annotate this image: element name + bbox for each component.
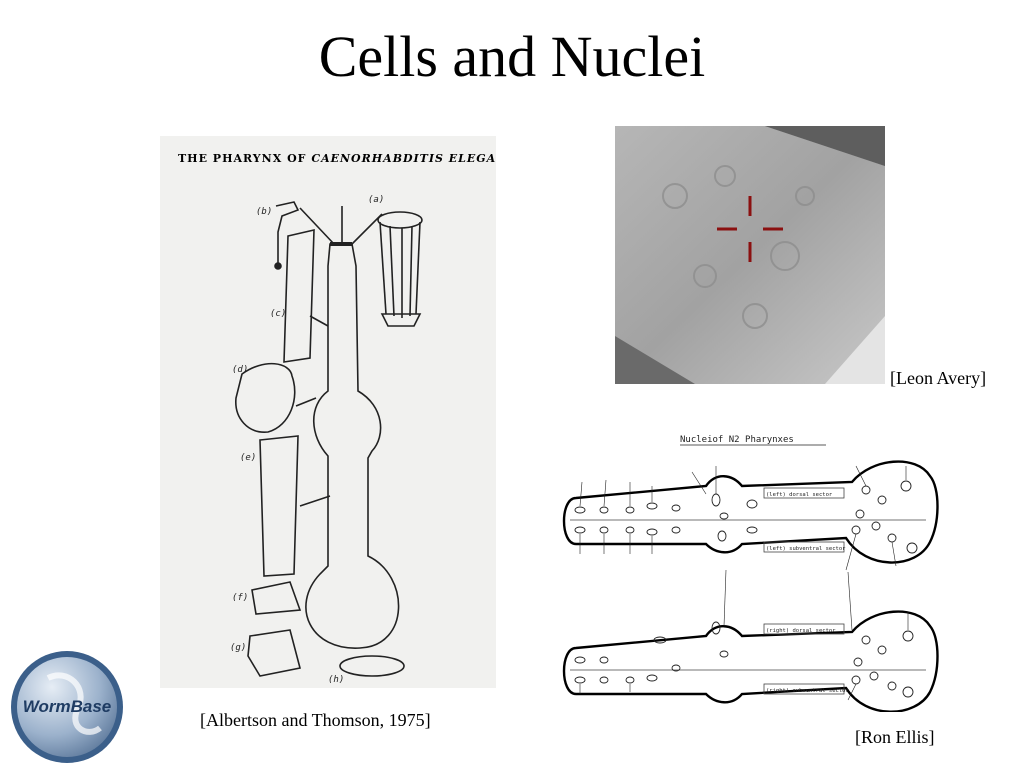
nuclei-map-svg: Nucleiof N2 Pharynxes (left) dorsal sect… (562, 435, 939, 713)
wormbase-logo: WormBase (8, 648, 126, 766)
part-label-e: (e) (240, 453, 256, 463)
part-a-cage (377, 211, 423, 327)
part-b-shape (275, 201, 300, 264)
nuclei-markers (574, 480, 918, 698)
sector-label-left-subventral: (left) subventral sector (766, 546, 846, 552)
part-e-tube (259, 435, 299, 577)
part-label-f: (f) (232, 593, 248, 603)
nuclei-map-heading: Nucleiof N2 Pharynxes (680, 435, 794, 445)
pharynx-body-outline (305, 243, 400, 649)
slide-title: Cells and Nuclei (318, 24, 706, 89)
part-f-piece (251, 581, 302, 615)
wormbase-logo-svg: WormBase (11, 651, 123, 763)
wormbase-logo-text: WormBase (23, 697, 112, 716)
pharynx-heading: THE PHARYNX OF CAENORHABDITIS ELEGANS (178, 152, 496, 165)
lower-pharynx-outline (562, 610, 939, 713)
pharynx-drawing-caption: [Albertson and Thomson, 1975] (200, 710, 431, 730)
part-c-cylinder (283, 228, 315, 363)
part-label-c: (c) (270, 309, 286, 319)
part-label-b: (b) (256, 207, 272, 217)
part-label-d: (d) (232, 365, 248, 375)
micrograph-image (615, 126, 885, 384)
part-label-h: (h) (328, 675, 344, 685)
sector-label-right-dorsal: (right) dorsal sector (766, 628, 836, 634)
nuclei-map: Nucleiof N2 Pharynxes (left) dorsal sect… (556, 430, 942, 713)
micrograph-caption: [Leon Avery] (890, 368, 987, 388)
pharynx-drawing-svg: THE PHARYNX OF CAENORHABDITIS ELEGANS (178, 152, 515, 685)
part-label-g: (g) (230, 643, 246, 653)
sector-label-right-subventral: (right) subventral sector (766, 688, 849, 694)
micrograph-svg (615, 126, 885, 384)
nuclei-map-caption: [Ron Ellis] (855, 727, 935, 747)
sector-label-left-dorsal: (left) dorsal sector (766, 492, 833, 498)
part-label-a: (a) (368, 195, 384, 205)
pharynx-drawing: THE PHARYNX OF CAENORHABDITIS ELEGANS (160, 136, 515, 688)
upper-pharynx-outline (562, 460, 939, 564)
part-h-ring (339, 655, 405, 677)
part-g-piece (247, 629, 301, 677)
crosshair-marker (717, 196, 783, 262)
part-d-barrel (235, 362, 296, 433)
